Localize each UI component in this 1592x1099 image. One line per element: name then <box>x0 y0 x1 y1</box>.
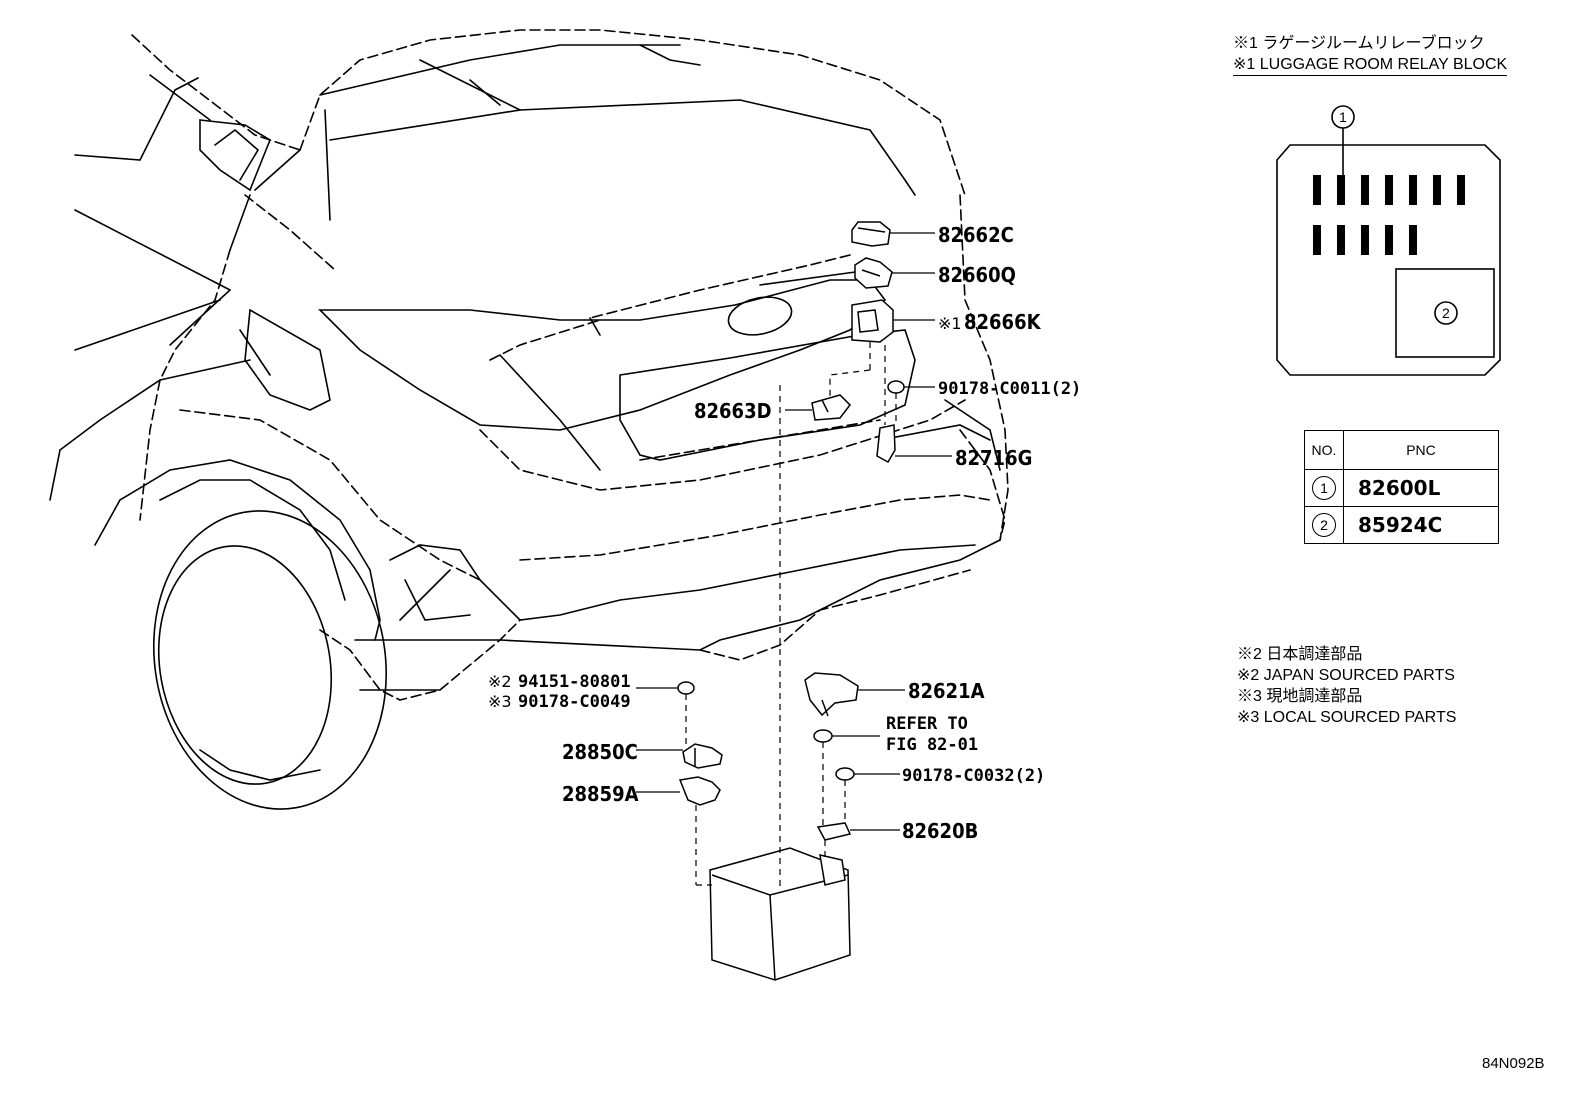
dashed-alignment-lines <box>685 342 897 890</box>
pnc-header-pnc: PNC <box>1343 430 1499 470</box>
label-refer-to: REFER TO <box>886 714 968 734</box>
label-90178-C0011: 90178-C0011(2) <box>938 379 1081 399</box>
label-28859A: 28859A <box>562 782 639 806</box>
relay-callout-2: 2 <box>1442 305 1450 321</box>
label-82620B: 82620B <box>902 819 978 843</box>
relay-block-title-jp: ※1 ラゲージルームリレーブロック <box>1233 35 1485 52</box>
row-no-2: 2 <box>1312 513 1336 537</box>
row-pnc-82600L[interactable]: 82600L <box>1343 469 1499 507</box>
note-local-jp: ※3 現地調達部品 <box>1237 688 1363 705</box>
row-pnc-85924C[interactable]: 85924C <box>1343 506 1499 544</box>
relay-block-title-en: ※1 LUGGAGE ROOM RELAY BLOCK <box>1233 54 1508 76</box>
parts-sketches <box>677 221 905 981</box>
pnc-table: NO. PNC 1 82600L 2 85924C <box>1304 430 1499 544</box>
note-local-en: ※3 LOCAL SOURCED PARTS <box>1237 709 1457 726</box>
label-82660Q: 82660Q <box>938 263 1016 287</box>
label-28850C: 28850C <box>562 740 638 764</box>
label-94151-80801: 94151-80801 <box>518 672 631 692</box>
row-no-1: 1 <box>1312 476 1336 500</box>
label-82621A: 82621A <box>908 679 985 703</box>
label-fig-82-01[interactable]: FIG 82-01 <box>886 735 978 755</box>
leader-lines <box>636 232 952 831</box>
relay-block-title: ※1 ラゲージルームリレーブロック ※1 LUGGAGE ROOM RELAY … <box>1233 33 1508 76</box>
label-90178-C0049: 90178-C0049 <box>518 692 631 712</box>
vehicle-rear-outline <box>49 29 1009 810</box>
pnc-table-header: NO. PNC <box>1304 430 1499 470</box>
label-82666K-prefix: ※1 <box>938 314 962 333</box>
note-japan-en: ※2 JAPAN SOURCED PARTS <box>1237 667 1455 684</box>
label-82662C: 82662C <box>938 223 1014 247</box>
note-japan-jp: ※2 日本調達部品 <box>1237 646 1363 663</box>
diagram-code: 84N092B <box>1482 1055 1545 1072</box>
label-82666K: 82666K <box>964 310 1042 334</box>
part-labels: 82662C 82660Q ※1 82666K 90178-C0011(2) 8… <box>488 223 1081 843</box>
table-row: 1 82600L <box>1304 469 1499 507</box>
label-94151-prefix: ※2 <box>488 672 512 691</box>
label-90178-C0032: 90178-C0032(2) <box>902 766 1045 786</box>
table-row: 2 85924C <box>1304 506 1499 544</box>
label-82663D: 82663D <box>694 399 772 423</box>
label-90178-C0049-prefix: ※3 <box>488 692 512 711</box>
sourcing-notes: ※2 日本調達部品 ※2 JAPAN SOURCED PARTS ※3 現地調達… <box>1237 644 1456 728</box>
pnc-header-no: NO. <box>1304 430 1344 470</box>
relay-block-detail <box>1276 105 1501 376</box>
label-82716G: 82716G <box>955 446 1032 470</box>
relay-callout-1: 1 <box>1339 109 1347 125</box>
relay-terminals <box>1313 175 1465 255</box>
